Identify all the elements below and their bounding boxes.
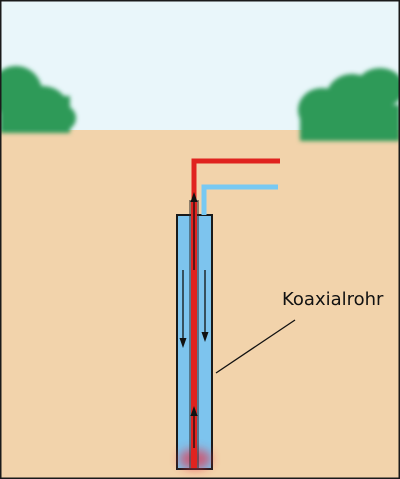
bush-right-icon (298, 68, 400, 141)
koaxialrohr-label: Koaxialrohr (282, 289, 384, 310)
inner-pipe (191, 200, 197, 468)
cold-supply-line (201, 184, 278, 215)
arrow-up-icon (190, 406, 198, 448)
label-leader-line (215, 319, 296, 374)
bush-left-icon (0, 66, 76, 133)
arrow-up-icon (190, 192, 198, 270)
arrow-down-icon (201, 270, 209, 342)
arrow-down-icon (179, 270, 187, 348)
